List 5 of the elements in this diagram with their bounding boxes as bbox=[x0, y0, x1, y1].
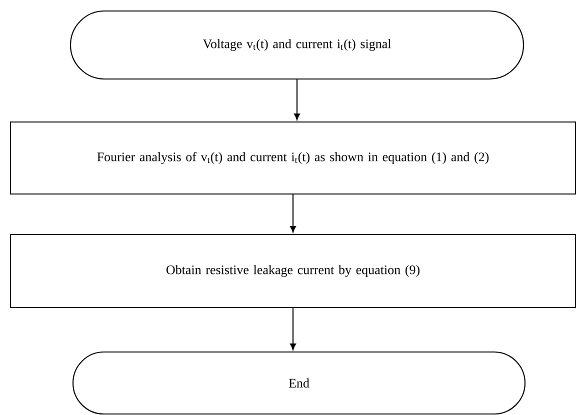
arrow bbox=[290, 308, 296, 350]
arrow bbox=[290, 194, 296, 233]
process-box: Fourier analysis of v$_{t}$(t) and current i$_{t}$(t) as shown in equation (1) and (2) bbox=[10, 121, 576, 195]
arrow bbox=[294, 80, 300, 120]
process-box: Obtain resistive leakage current by equation (9) bbox=[10, 234, 576, 308]
